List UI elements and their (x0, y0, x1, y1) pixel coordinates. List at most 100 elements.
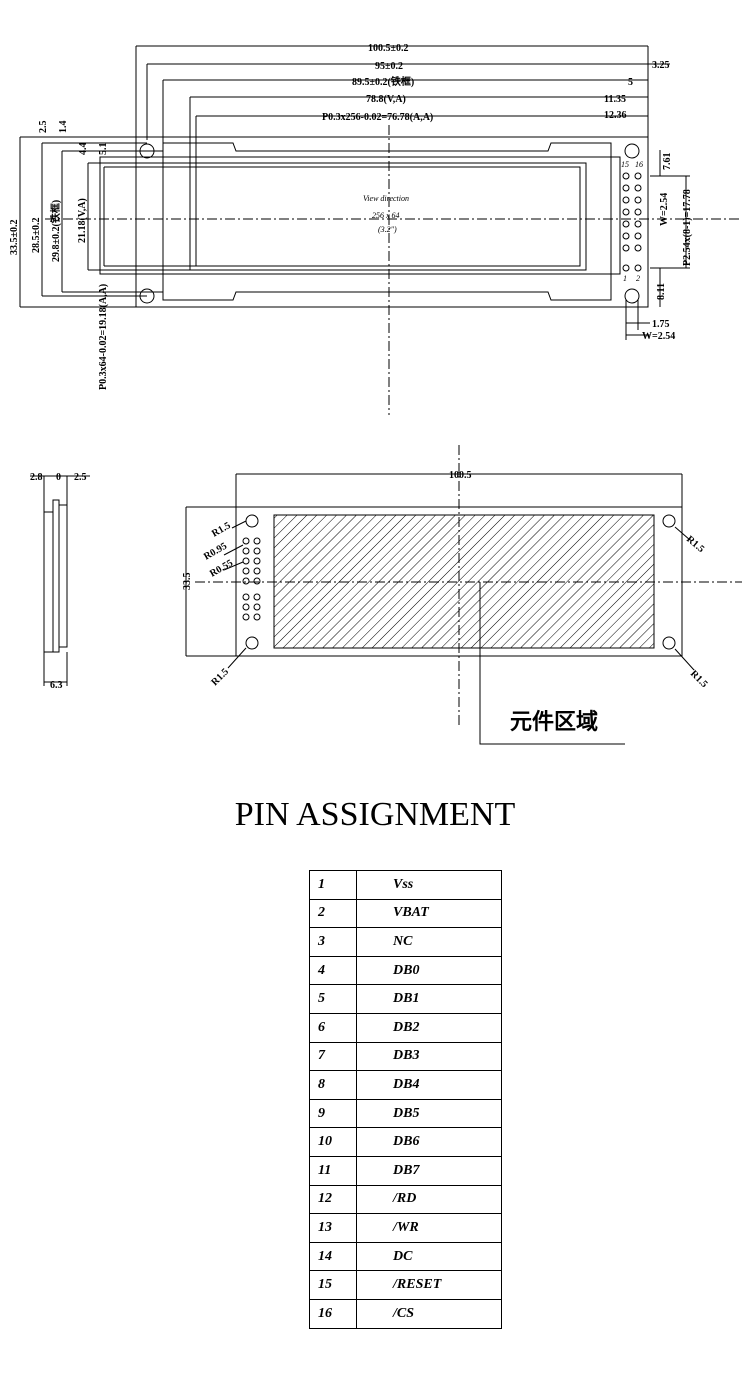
pin-number: 13 (309, 1213, 357, 1243)
active-area (195, 166, 581, 267)
dim-label: 100.5±0.2 (368, 43, 409, 54)
dim-label: R1.5 (688, 668, 710, 690)
pin-number: 14 (309, 1241, 357, 1272)
dim-label: 7.61 (662, 153, 673, 171)
pin-header-back (242, 537, 261, 621)
pin-number: 2 (309, 898, 357, 929)
mounting-hole (245, 514, 259, 528)
top-view-labels: 100.5±0.2 95±0.2 89.5±0.2(铁框) 78.8(V,A) … (9, 43, 693, 390)
pin-number: 11 (309, 1155, 357, 1186)
table-row: 15/RESET (309, 1270, 502, 1300)
pin-signal: DB2 (356, 1012, 502, 1043)
pin-number-label: 15 (621, 160, 629, 169)
dim-label: 29.8±0.2(铁框) (49, 200, 62, 262)
dim-label: 11.35 (604, 94, 626, 105)
pin-number: 15 (309, 1270, 357, 1300)
dim-label: 33.5±0.2 (9, 220, 20, 256)
view-direction-text: View direction (363, 194, 409, 203)
dim-label: 100.5 (449, 470, 472, 481)
pin-signal: DB4 (356, 1070, 502, 1100)
pin-number: 4 (309, 955, 357, 986)
pin-number: 16 (309, 1298, 357, 1329)
dim-label: P0.3x64-0.02=19.18(A,A) (98, 284, 109, 390)
pin-number: 1 (309, 870, 357, 900)
pin-signal: DB7 (356, 1155, 502, 1186)
mounting-hole (624, 288, 640, 304)
pin-signal: VBAT (356, 898, 502, 929)
pin-number-label: 1 (623, 274, 627, 283)
pin-signal: DB3 (356, 1041, 502, 1072)
mounting-hole (245, 636, 259, 650)
pin-number: 12 (309, 1184, 357, 1215)
visible-area (189, 162, 587, 271)
dim-label: W=2.54 (659, 193, 670, 226)
pin-signal: DB0 (356, 955, 502, 986)
pin-number: 7 (309, 1041, 357, 1072)
pin-assignment-title: PIN ASSIGNMENT (234, 796, 516, 833)
dim-label: 3.25 (652, 60, 670, 71)
pin-number: 5 (309, 984, 357, 1014)
table-row: 12/RD (309, 1184, 502, 1215)
pin-signal: Vss (356, 870, 502, 900)
size-text: (3.2") (378, 225, 397, 234)
dim-label: 6.3 (50, 680, 63, 691)
pin-number-label: 2 (636, 274, 640, 283)
dim-label: W=2.54 (642, 331, 675, 342)
side-view (30, 475, 90, 686)
pin-signal: NC (356, 927, 502, 957)
pin-signal: /WR (356, 1213, 502, 1243)
dim-label: P2.54x(8-1)=17.78 (682, 189, 693, 266)
pin-number: 10 (309, 1127, 357, 1157)
dim-label: R0.55 (208, 558, 235, 580)
pin-signal: /RD (356, 1184, 502, 1215)
dim-label: R1.5 (684, 534, 706, 555)
dim-label: P0.3x256-0.02=76.78(A,A) (322, 112, 433, 123)
pin-signal: DC (356, 1241, 502, 1272)
dim-label: 8.11 (656, 283, 667, 300)
dim-label: R1.5 (210, 520, 233, 539)
dim-label: 0 (56, 472, 61, 483)
pcb-outline (135, 136, 649, 308)
pin-number: 3 (309, 927, 357, 957)
mounting-hole (662, 514, 676, 528)
dim-label: 21.18(V,A) (77, 198, 88, 243)
top-view (19, 45, 740, 415)
dim-label: 78.8(V,A) (366, 94, 406, 105)
pin-signal: DB5 (356, 1098, 502, 1129)
pin-number: 6 (309, 1012, 357, 1043)
dim-label: 2.8 (30, 472, 43, 483)
glass-outline (99, 156, 621, 275)
dim-label: 1.4 (58, 121, 69, 134)
mechanical-drawing: 100.5±0.2 95±0.2 89.5±0.2(铁框) 78.8(V,A) … (9, 43, 742, 745)
pin-number-label: 16 (635, 160, 643, 169)
mounting-hole (662, 636, 676, 650)
resolution-text: 256 x 64 (372, 211, 400, 220)
dim-label: 1.75 (652, 319, 670, 330)
component-area-label: 元件区域 (510, 709, 598, 735)
dim-label: 5.1 (98, 143, 109, 156)
table-row: 16/CS (309, 1298, 502, 1329)
back-view (185, 445, 742, 745)
pin-number: 9 (309, 1098, 357, 1129)
dim-label: 33.5 (182, 573, 193, 591)
dim-label: 12.36 (604, 110, 627, 121)
mounting-hole (624, 143, 640, 159)
dim-label: 2.5 (74, 472, 87, 483)
pin-signal: DB1 (356, 984, 502, 1014)
pin-signal: DB6 (356, 1127, 502, 1157)
table-row: 13/WR (309, 1213, 502, 1243)
pin-signal: /CS (356, 1298, 502, 1329)
pin-header (622, 172, 642, 272)
